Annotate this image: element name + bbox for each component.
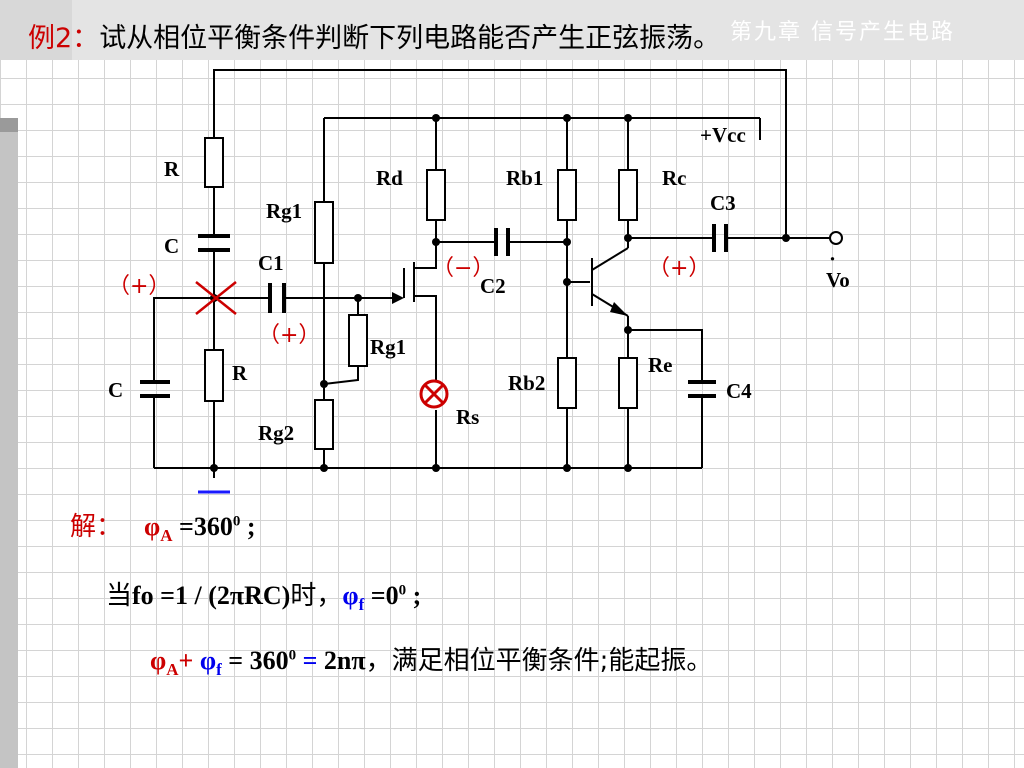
- phase-mark-drain: （−）: [432, 256, 494, 281]
- label-rc: Rc: [662, 166, 687, 190]
- resistor-Rc: [618, 169, 638, 221]
- resistor-R-bottom: [204, 349, 224, 402]
- solution-line-3: φA+ φf = 3600 = 2nπ，满足相位平衡条件;能起振。: [150, 640, 712, 680]
- phi-symbol: φ: [144, 512, 161, 541]
- plus-sign: +: [178, 646, 200, 675]
- resistor-Rg2: [314, 399, 334, 450]
- phase-mark-node-left: （+）: [108, 274, 170, 299]
- resistor-R-top: [204, 137, 224, 188]
- label-r-bottom: R: [232, 361, 248, 385]
- phi-subscript: f: [358, 595, 365, 615]
- label-rg2: Rg2: [258, 421, 294, 445]
- emitter-arrow-icon: [610, 302, 628, 316]
- capacitors: [140, 224, 728, 398]
- superscript: 0: [288, 647, 297, 664]
- label-rd: Rd: [376, 166, 403, 190]
- solution-line-2: 当fo =1 / (2πRC)时，φf =00 ;: [106, 575, 421, 615]
- phi-a-symbol: φ: [150, 646, 167, 675]
- equation-text: =360: [172, 512, 233, 541]
- capacitor-C-left: [140, 380, 170, 398]
- label-c-left: C: [108, 378, 123, 402]
- condition-suffix: 时，: [290, 581, 343, 611]
- gate-arrow-icon: [392, 292, 404, 304]
- label-vo: Vo: [826, 268, 850, 292]
- example-number: 例2：: [28, 23, 100, 54]
- cut-mark-icon: [195, 281, 237, 315]
- label-c1: C1: [258, 251, 284, 275]
- resistor-Rb2: [557, 357, 577, 409]
- equation-end: ;: [240, 512, 256, 541]
- section-label: 第九章 信号产生电路: [730, 20, 955, 45]
- header-bar: [0, 0, 1024, 60]
- label-vo-dot: ·: [829, 247, 836, 271]
- condition-prefix: 当: [106, 581, 133, 611]
- header-accent: [0, 0, 72, 60]
- superscript: 0: [398, 582, 407, 599]
- label-rb1: Rb1: [506, 166, 543, 190]
- label-rs: Rs: [456, 405, 479, 429]
- label-re: Re: [648, 353, 673, 377]
- phi-f-symbol: φ: [199, 646, 217, 675]
- solution-label: 解：: [70, 512, 123, 542]
- output-terminal-icon: [829, 231, 843, 245]
- rs-lamp-icon: [419, 379, 449, 409]
- label-r-top: R: [164, 157, 180, 181]
- phi-a-subscript: A: [166, 660, 179, 680]
- capacitor-C4: [688, 380, 716, 398]
- junction-dots: [210, 114, 790, 472]
- circuit-wires: [153, 69, 830, 478]
- equation-text: =0: [364, 581, 399, 610]
- superscript: 0: [232, 513, 241, 530]
- left-side-bar: [0, 118, 18, 768]
- capacitor-C2: [494, 228, 510, 256]
- equation-end: ;: [406, 581, 422, 610]
- label-rb2: Rb2: [508, 371, 545, 395]
- capacitor-C1: [268, 283, 286, 313]
- label-c-top: C: [164, 234, 179, 258]
- capacitor-C-top: [198, 234, 230, 252]
- label-rg1-bottom: Rg1: [370, 335, 406, 359]
- label-rg1-top: Rg1: [266, 199, 302, 223]
- phi-f-subscript: f: [216, 660, 222, 680]
- pi-symbol: π: [229, 581, 245, 610]
- phase-mark-collector: （+）: [648, 256, 710, 281]
- label-c2: C2: [480, 274, 506, 298]
- two-n-text: 2n: [323, 646, 352, 675]
- resistor-Rd: [426, 169, 446, 221]
- conclusion-text: ，满足相位平衡条件;能起振。: [365, 646, 713, 676]
- component-labels: RCRCRg1C1Rg1Rg2RdC2RsRb1Rb2RcC3ReC4+VccV…: [108, 123, 850, 445]
- resistor-Rg1-gate: [348, 314, 368, 367]
- solution-line-1: 解： φA =3600 ;: [70, 506, 256, 546]
- resistors: [204, 137, 638, 450]
- rc-text: RC): [244, 581, 291, 610]
- label-vcc: +Vcc: [700, 123, 746, 147]
- frequency-formula: fo =1 / (2: [132, 581, 230, 610]
- capacitor-C3: [712, 224, 728, 252]
- resistor-Rg1-top: [314, 201, 334, 264]
- label-c4: C4: [726, 379, 752, 403]
- label-c3: C3: [710, 191, 736, 215]
- resistor-Rb1: [557, 169, 577, 221]
- phi-subscript: A: [160, 526, 173, 546]
- problem-text: 试从相位平衡条件判断下列电路能否产生正弦振荡。: [99, 23, 721, 54]
- resistor-Re: [618, 357, 638, 409]
- problem-title: 例2：试从相位平衡条件判断下列电路能否产生正弦振荡。: [28, 16, 720, 55]
- phase-marks: （+） （+） （−） （+）: [108, 256, 710, 348]
- phase-mark-gate: （+）: [258, 323, 320, 348]
- equation-text: = 360: [221, 646, 289, 675]
- equals-sign: =: [296, 646, 324, 675]
- phi-symbol: φ: [342, 581, 359, 610]
- pi-symbol: π: [351, 646, 366, 675]
